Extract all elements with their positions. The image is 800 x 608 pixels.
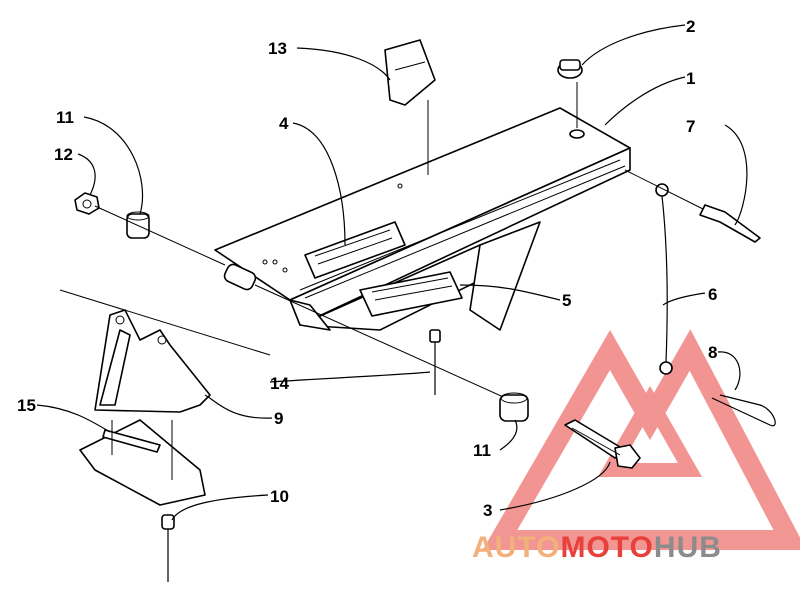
watermark-hub: HUB — [654, 531, 722, 564]
callout-3: 3 — [483, 501, 492, 520]
plate-part-15 — [102, 429, 161, 453]
callout-10: 10 — [270, 487, 289, 506]
nut-part-2 — [557, 59, 583, 128]
decal-label-4 — [304, 221, 406, 279]
leader-lines — [36, 24, 748, 521]
watermark-moto: MOTO — [560, 531, 653, 564]
callout-12: 12 — [54, 145, 73, 164]
callout-14: 14 — [270, 374, 289, 393]
callout-5: 5 — [562, 291, 571, 310]
pin-part-14 — [429, 329, 441, 395]
watermark-logo — [482, 329, 800, 550]
bracket-part-9 — [59, 289, 271, 413]
callout-9: 9 — [274, 409, 283, 428]
callout-15: 15 — [17, 396, 36, 415]
decal-label-5 — [359, 271, 463, 317]
callout-11-right: 11 — [473, 441, 491, 460]
pin-part-7 — [624, 169, 761, 243]
pivot-tube — [223, 263, 257, 291]
callout-8: 8 — [708, 343, 717, 362]
callout-4: 4 — [279, 114, 289, 133]
callout-1: 1 — [686, 69, 695, 88]
callout-6: 6 — [708, 285, 717, 304]
link-rod-part-6 — [655, 183, 673, 375]
callout-11-left: 11 — [56, 108, 74, 127]
nut-part-12 — [74, 192, 100, 215]
hairpin-part-8 — [711, 394, 776, 427]
callout-7: 7 — [686, 117, 695, 136]
pin-part-10 — [161, 514, 175, 582]
bolt-part-3 — [564, 419, 641, 469]
mount-surface — [79, 419, 206, 506]
callout-13: 13 — [268, 39, 287, 58]
clip-part-13 — [384, 39, 436, 175]
watermark-text: AUTOMOTOHUB — [472, 531, 722, 564]
bushing-part-11-right — [499, 392, 529, 422]
callout-labels: 13 4 2 1 7 11 12 5 6 8 14 9 15 11 3 10 — [17, 17, 717, 520]
watermark-auto: AUTO — [472, 531, 560, 564]
svg-text:AUTOMOTOHUB: AUTOMOTOHUB — [472, 531, 722, 564]
callout-2: 2 — [686, 17, 695, 36]
